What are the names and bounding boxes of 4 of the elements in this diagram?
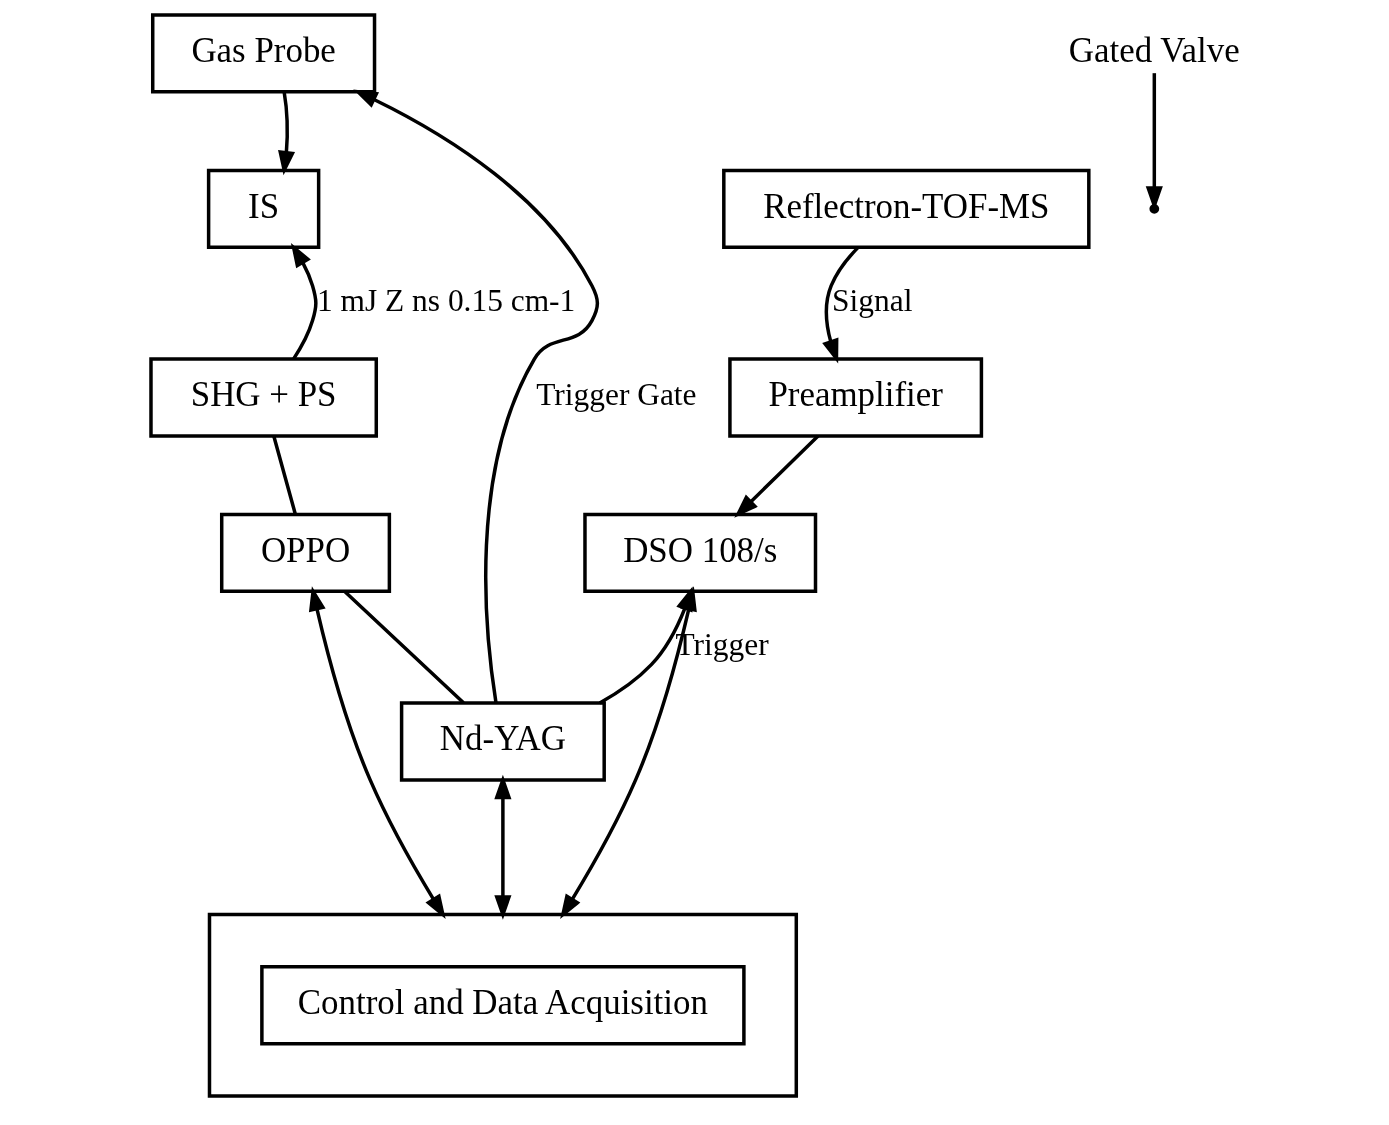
edge-label: 1 mJ Z ns 0.15 cm-1 [316,282,575,318]
edge-label: Trigger Gate [535,377,697,413]
edge-label: Signal [831,282,912,318]
node-text: Gated Valve [1068,31,1240,71]
